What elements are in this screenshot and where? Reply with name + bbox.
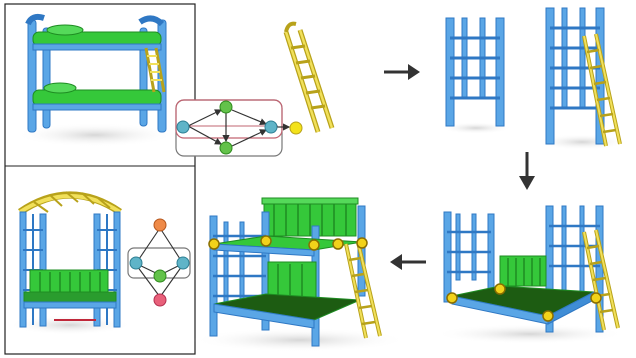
graph-node: [176, 256, 190, 270]
input-panel-border: [4, 3, 196, 355]
lower-bed-assembly: [434, 205, 626, 344]
graph-node: [153, 269, 167, 283]
joint-marker: [446, 292, 458, 304]
graph-node: [153, 293, 167, 307]
joint-marker: [208, 238, 220, 250]
graph-node: [153, 218, 167, 232]
joint-marker: [542, 310, 554, 322]
bunk-bed-graph: [175, 99, 303, 157]
joint-marker: [308, 239, 320, 251]
joint-marker: [590, 292, 602, 304]
ladder-part: [283, 21, 335, 133]
arbor-bench-input: [8, 191, 132, 335]
graph-node: [129, 256, 143, 270]
joint-marker: [494, 283, 506, 295]
graph-node: [289, 121, 303, 135]
graph-node: [219, 141, 233, 155]
final-bunk-bed: [192, 197, 408, 352]
bunk-bed-input: [15, 13, 175, 147]
frame-with-ladder: [536, 7, 628, 150]
arrow-right-icon: [384, 64, 420, 80]
arrow-down-icon: [519, 152, 535, 190]
joint-marker: [260, 235, 272, 247]
joint-marker: [332, 238, 344, 250]
arbor-bench-graph: [127, 218, 191, 307]
arrow-left-icon: [390, 254, 426, 270]
joint-marker: [356, 237, 368, 249]
frame-part: [440, 17, 512, 134]
graph-node: [219, 100, 233, 114]
graph-node: [264, 120, 278, 134]
graph-node: [176, 120, 190, 134]
